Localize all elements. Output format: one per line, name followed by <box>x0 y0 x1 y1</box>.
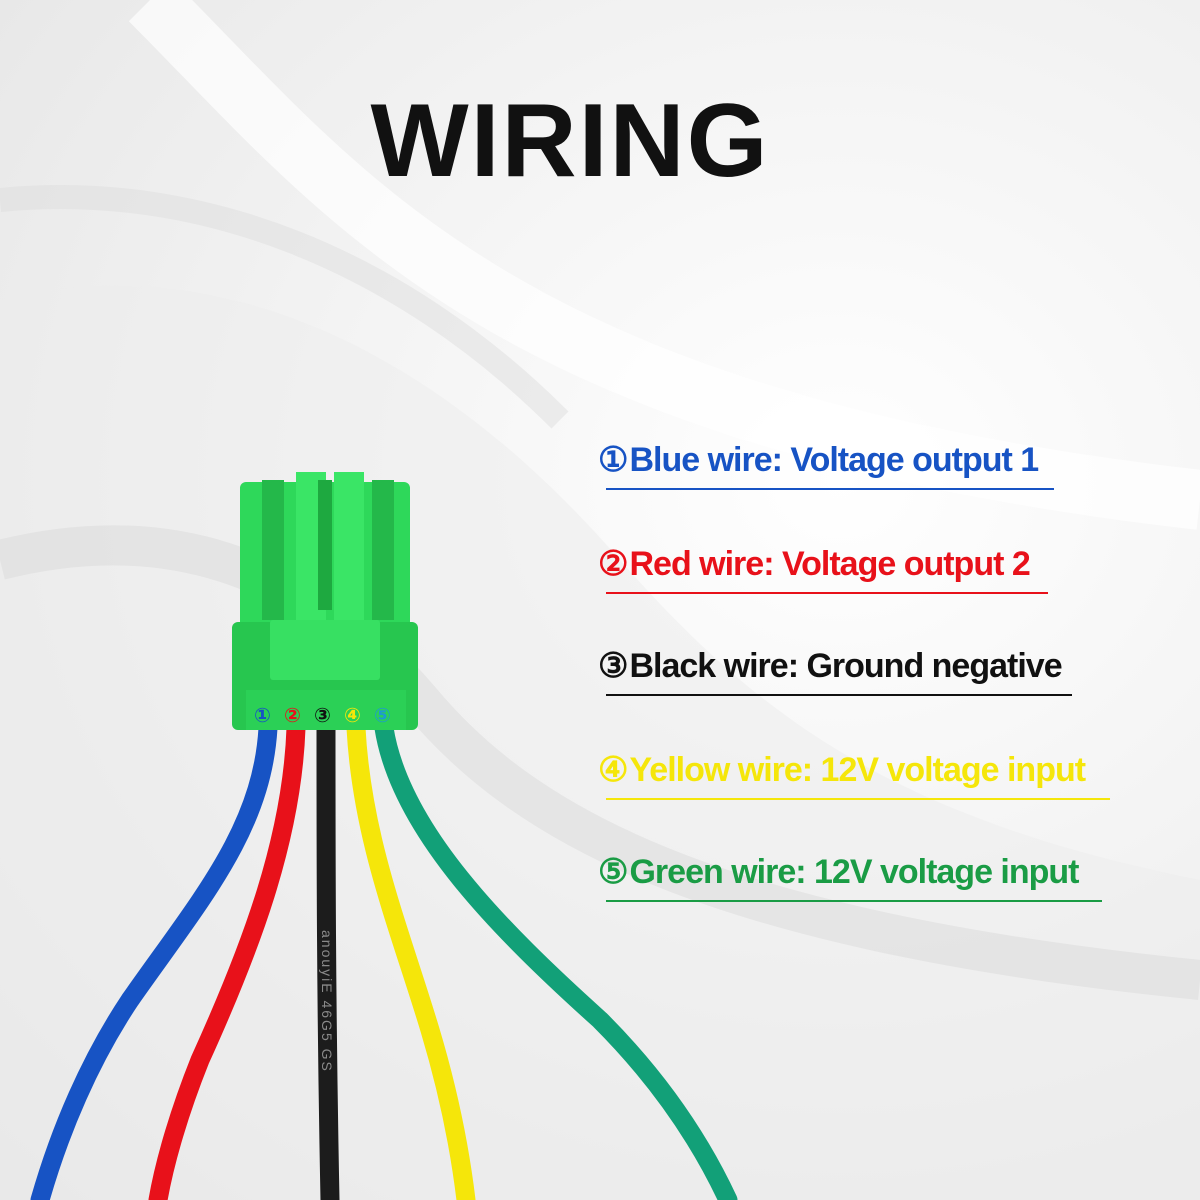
wire-print-text: anouyiE 46G5 GS <box>319 930 335 1073</box>
pin-1-label: ① <box>254 703 271 727</box>
legend-label: Green wire: 12V voltage input <box>629 853 1079 891</box>
pin-4-label: ④ <box>344 703 361 727</box>
legend-underline <box>606 488 1054 490</box>
legend-underline <box>606 592 1048 594</box>
connector-housing <box>232 472 418 730</box>
legend-label: Black wire: Ground negative <box>629 647 1062 685</box>
legend-number: ③ <box>598 647 629 685</box>
green-wire <box>374 718 738 1200</box>
pin-2-label: ② <box>284 703 301 727</box>
legend-number: ⑤ <box>598 853 629 891</box>
legend-item-green: ⑤Green wire: 12V voltage input <box>598 852 1102 910</box>
legend-underline <box>606 694 1072 696</box>
legend-number: ② <box>598 545 629 583</box>
pin-labels: ① ② ③ ④ ⑤ <box>254 703 391 727</box>
red-wire <box>148 718 306 1200</box>
blue-wire <box>30 718 278 1200</box>
legend-label: Yellow wire: 12V voltage input <box>629 751 1086 789</box>
legend-underline <box>606 900 1102 902</box>
yellow-wire <box>346 718 476 1200</box>
legend-item-black: ③Black wire: Ground negative <box>598 646 1072 704</box>
legend-label: Blue wire: Voltage output 1 <box>629 441 1039 479</box>
black-wire <box>316 718 340 1200</box>
pin-5-label: ⑤ <box>374 703 391 727</box>
pin-3-label: ③ <box>314 703 331 727</box>
legend-number: ① <box>598 441 629 479</box>
legend-item-red: ②Red wire: Voltage output 2 <box>598 544 1048 602</box>
legend-number: ④ <box>598 751 629 789</box>
page-title: WIRING <box>370 83 770 199</box>
legend-label: Red wire: Voltage output 2 <box>629 545 1030 583</box>
legend-item-yellow: ④Yellow wire: 12V voltage input <box>598 750 1110 808</box>
wires <box>30 718 738 1200</box>
legend-underline <box>606 798 1110 800</box>
legend-item-blue: ①Blue wire: Voltage output 1 <box>598 440 1054 498</box>
